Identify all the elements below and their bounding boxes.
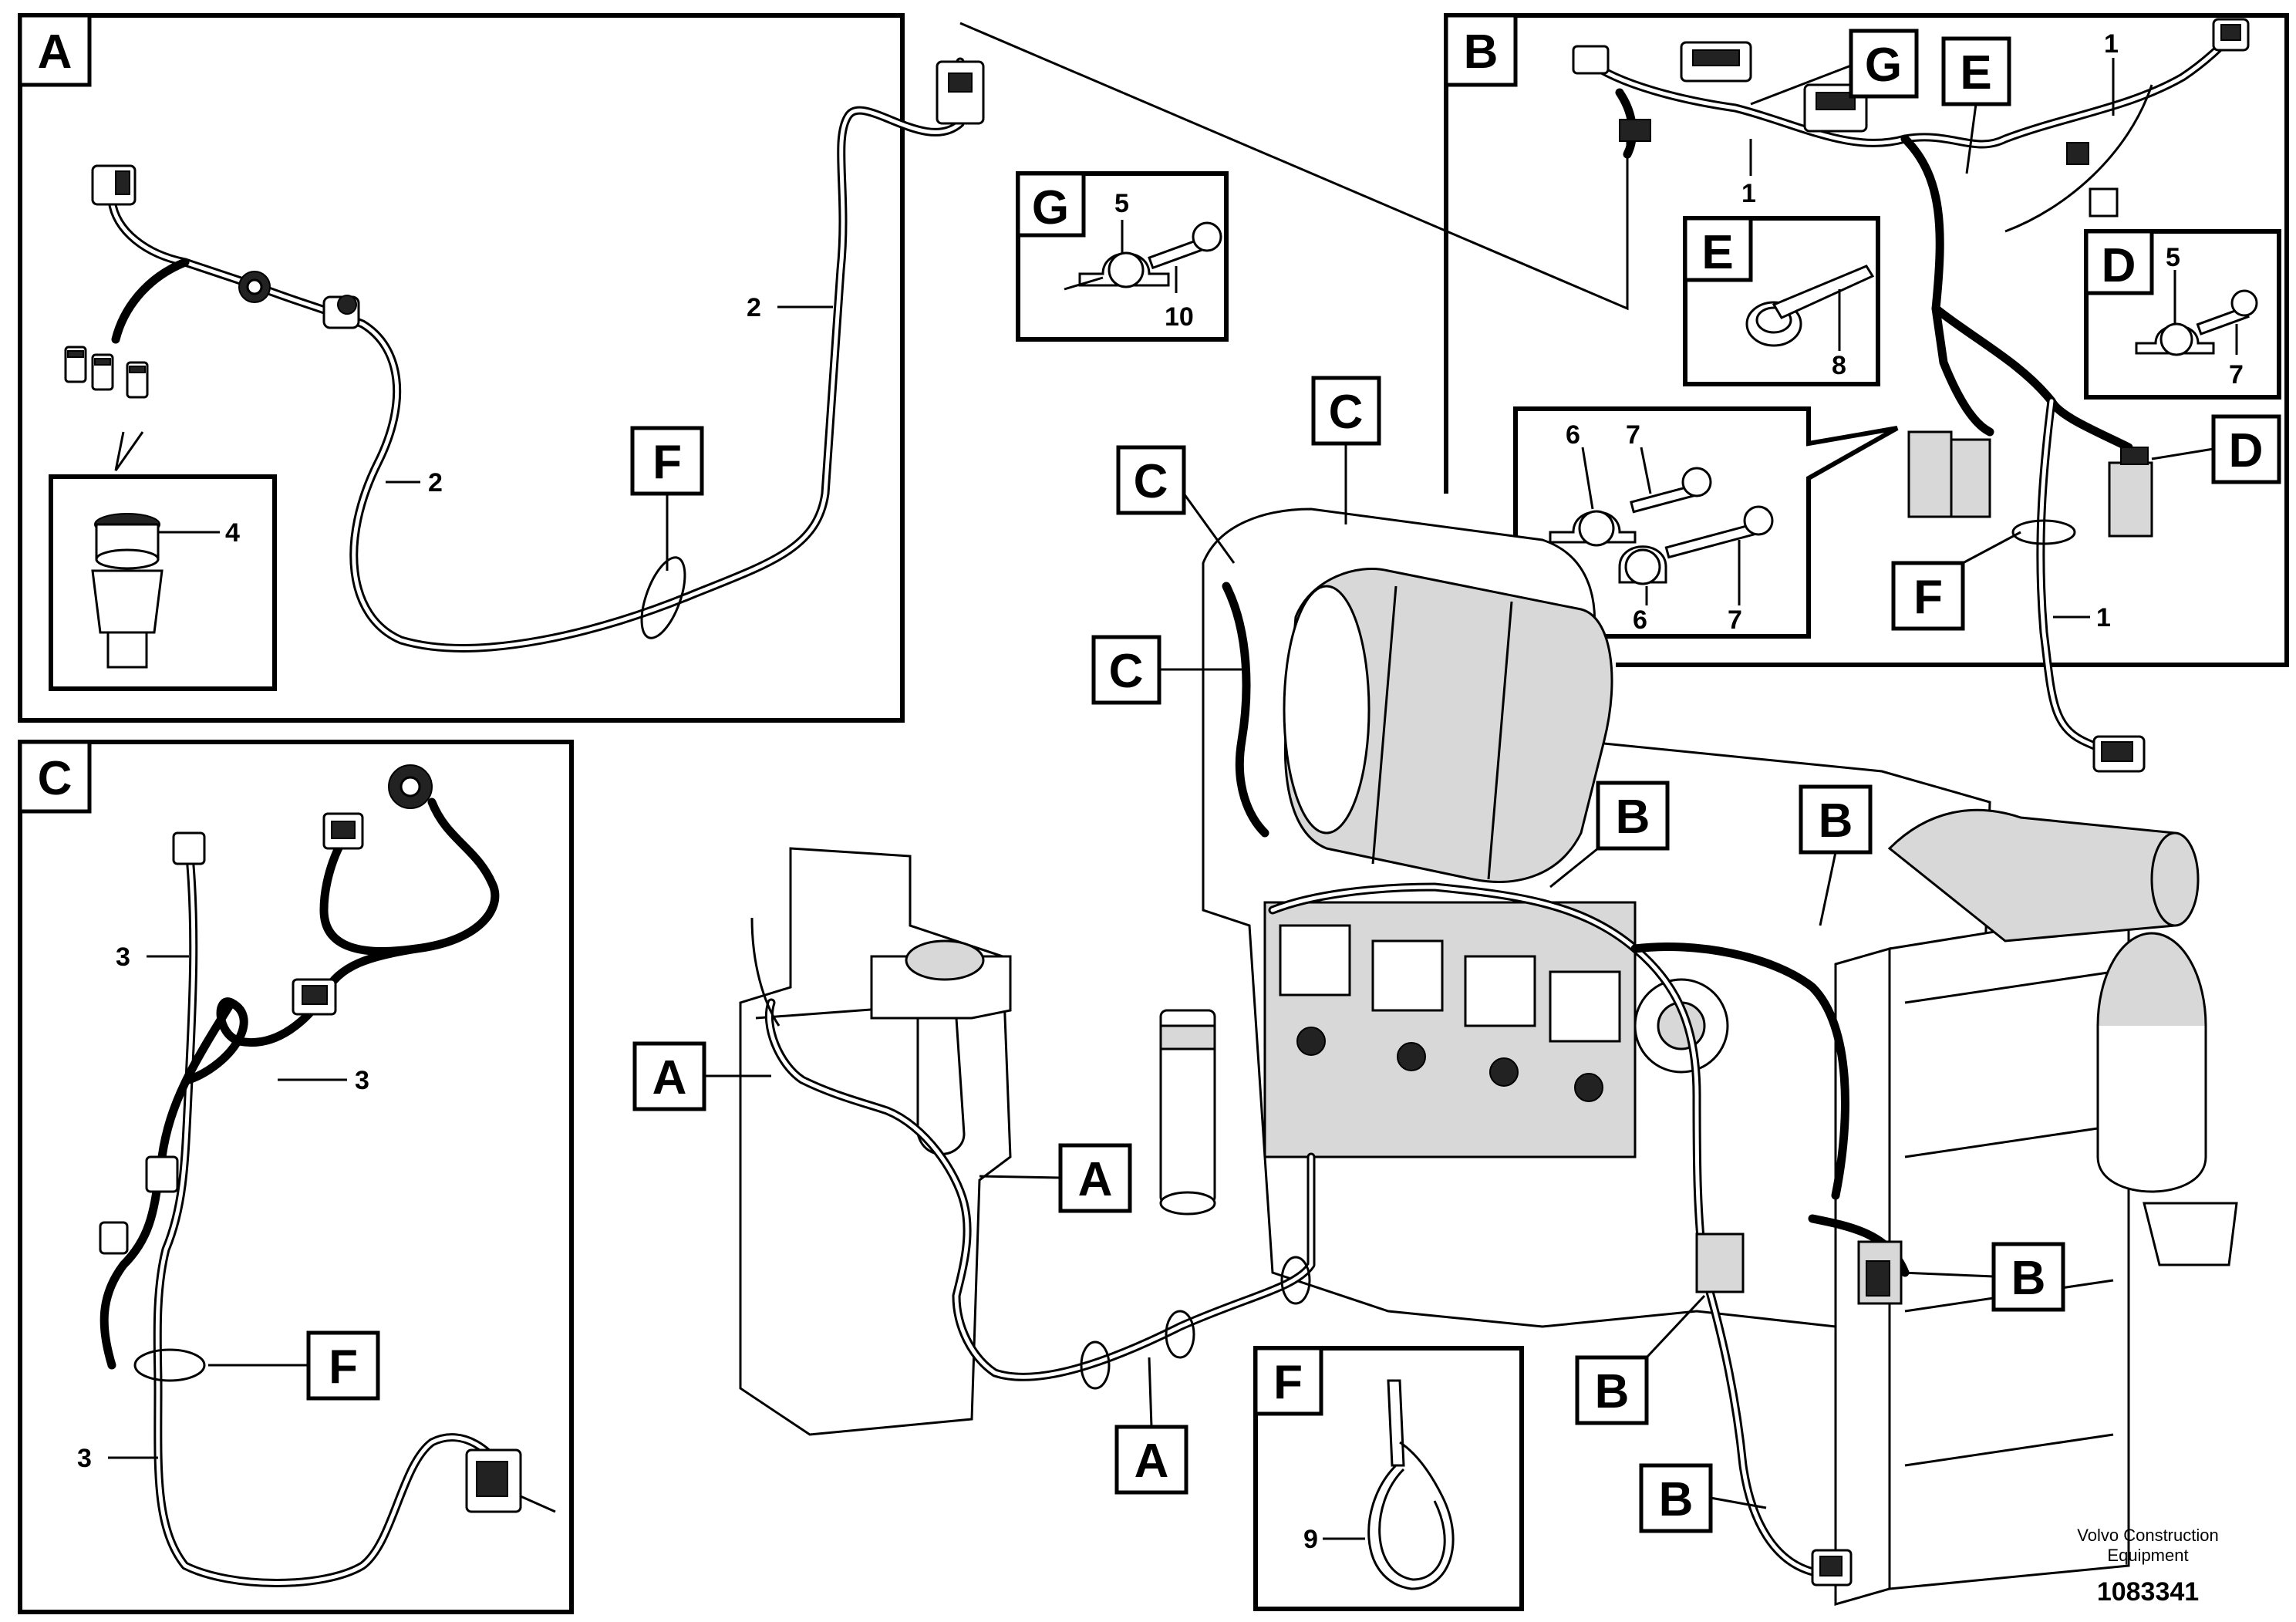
callout-b: B [2011,1252,2046,1305]
part-number-7: 7 [2229,360,2244,389]
callout-b: B [1819,794,1853,848]
callout-f: F [1913,571,1943,624]
part-number-5: 5 [1114,189,1129,218]
callout-b: B [1595,1365,1630,1418]
sub-panel-e-label: E [1701,226,1733,279]
part-number-6: 6 [1633,605,1647,635]
machine-assembly: C C C A A A B B B B B [632,376,2238,1606]
callout-a: A [1078,1153,1113,1206]
part-number-7: 7 [1728,605,1742,635]
panel-f-label: F [1273,1356,1303,1409]
callout-b: B [1659,1473,1694,1526]
part-number-6: 6 [1566,420,1580,450]
part-number-7: 7 [1626,420,1640,450]
callout-c: C [1134,455,1168,508]
panel-b: B G E D [1444,13,2289,773]
part-number-3: 3 [355,1066,369,1095]
document-number: 1083341 [2097,1577,2199,1607]
part-number-1: 1 [2104,29,2119,59]
part-number-9: 9 [1303,1525,1318,1554]
sub-panel-d-label: D [2102,239,2136,292]
panel-g-label: G [1032,181,1069,234]
callout-a: A [652,1051,687,1104]
footer: Volvo Construction Equipment 1083341 [2077,1526,2218,1607]
callout-g: G [1865,39,1902,92]
part-number-1: 1 [1741,179,1756,208]
panel-c: C F 3 3 3 [18,740,574,1614]
part-number-10: 10 [1165,302,1194,332]
callout-f: F [652,436,682,489]
callout-a: A [1135,1435,1169,1488]
part-number-2: 2 [428,468,443,497]
panel-c-label: C [38,752,72,805]
clamp-detail [1549,467,1774,585]
fitting-cluster [64,346,149,399]
part-number-2: 2 [747,293,761,322]
callout-d: D [2229,424,2264,477]
part-number-3: 3 [116,943,130,972]
panel-f: F 9 [1253,1346,1524,1611]
callout-f: F [329,1340,358,1394]
callout-b: B [1616,791,1650,844]
part-number-1: 1 [2096,603,2111,632]
part-number-3: 3 [77,1444,92,1473]
panel-a: A [18,13,985,723]
panel-b-label: B [1464,25,1499,79]
part-number-8: 8 [1832,351,1846,380]
panel-a-label: A [38,25,72,79]
brand-line-2: Equipment [2107,1546,2188,1565]
callout-e: E [1960,46,1991,99]
callout-c: C [1329,386,1364,439]
breather-cap-detail [91,513,164,669]
part-number-4: 4 [225,518,240,548]
part-number-5: 5 [2166,243,2180,272]
brand-line-1: Volvo Construction [2077,1526,2218,1545]
panel-g: G 5 10 [1016,171,1229,342]
callout-c: C [1109,645,1144,698]
